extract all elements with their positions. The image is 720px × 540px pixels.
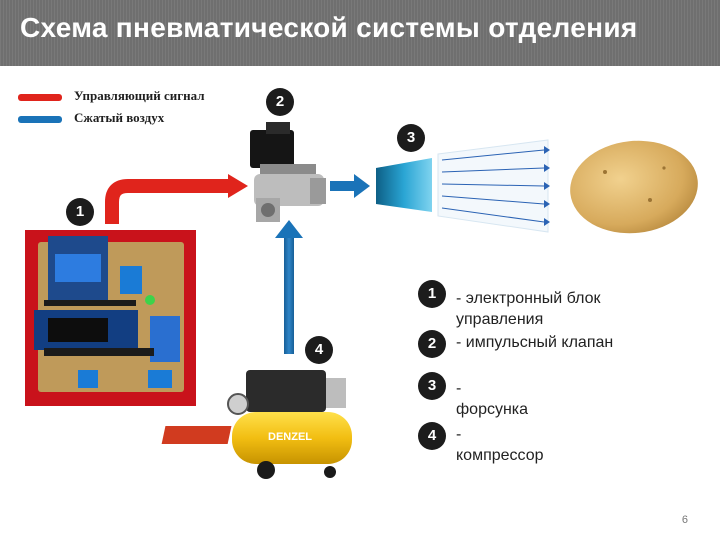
component-desc-2: - импульсный клапан [456,334,614,351]
pulse-valve-image [250,122,326,222]
electronic-control-unit-image [25,230,196,406]
legend-label-compressed-air: Сжатый воздух [74,110,165,125]
badge-pulse-valve: 2 [266,88,294,116]
badge-nozzle: 3 [397,124,425,152]
red-line-swatch [18,94,62,101]
component-desc-3: - форсунка [456,380,529,418]
nozzle-image [376,139,550,233]
slide-title: Схема пневматической системы отделения [20,12,638,43]
compressed-air-arrow-horizontal [330,174,370,198]
badge-compressor: 4 [305,336,333,364]
potato-image [570,140,698,234]
badge-control-unit: 1 [66,198,94,226]
compressor-brand-label: DENZEL [268,431,312,443]
list-badge-1: 1 [418,280,446,308]
list-badge-3: 3 [418,372,446,400]
control-signal-arrow [105,174,248,224]
blue-line-swatch [18,116,62,123]
list-badge-2: 2 [418,330,446,358]
component-desc-1: - электронный блок управления [456,290,601,328]
component-desc-4: - компрессор [456,426,544,464]
compressor-image [161,370,352,479]
legend-label-control-signal: Управляющий сигнал [74,88,205,103]
page-number: 6 [681,514,688,526]
compressed-air-arrow-vertical [275,220,303,354]
list-badge-4: 4 [418,422,446,450]
title-bar: Схема пневматической системы отделения [0,0,720,66]
